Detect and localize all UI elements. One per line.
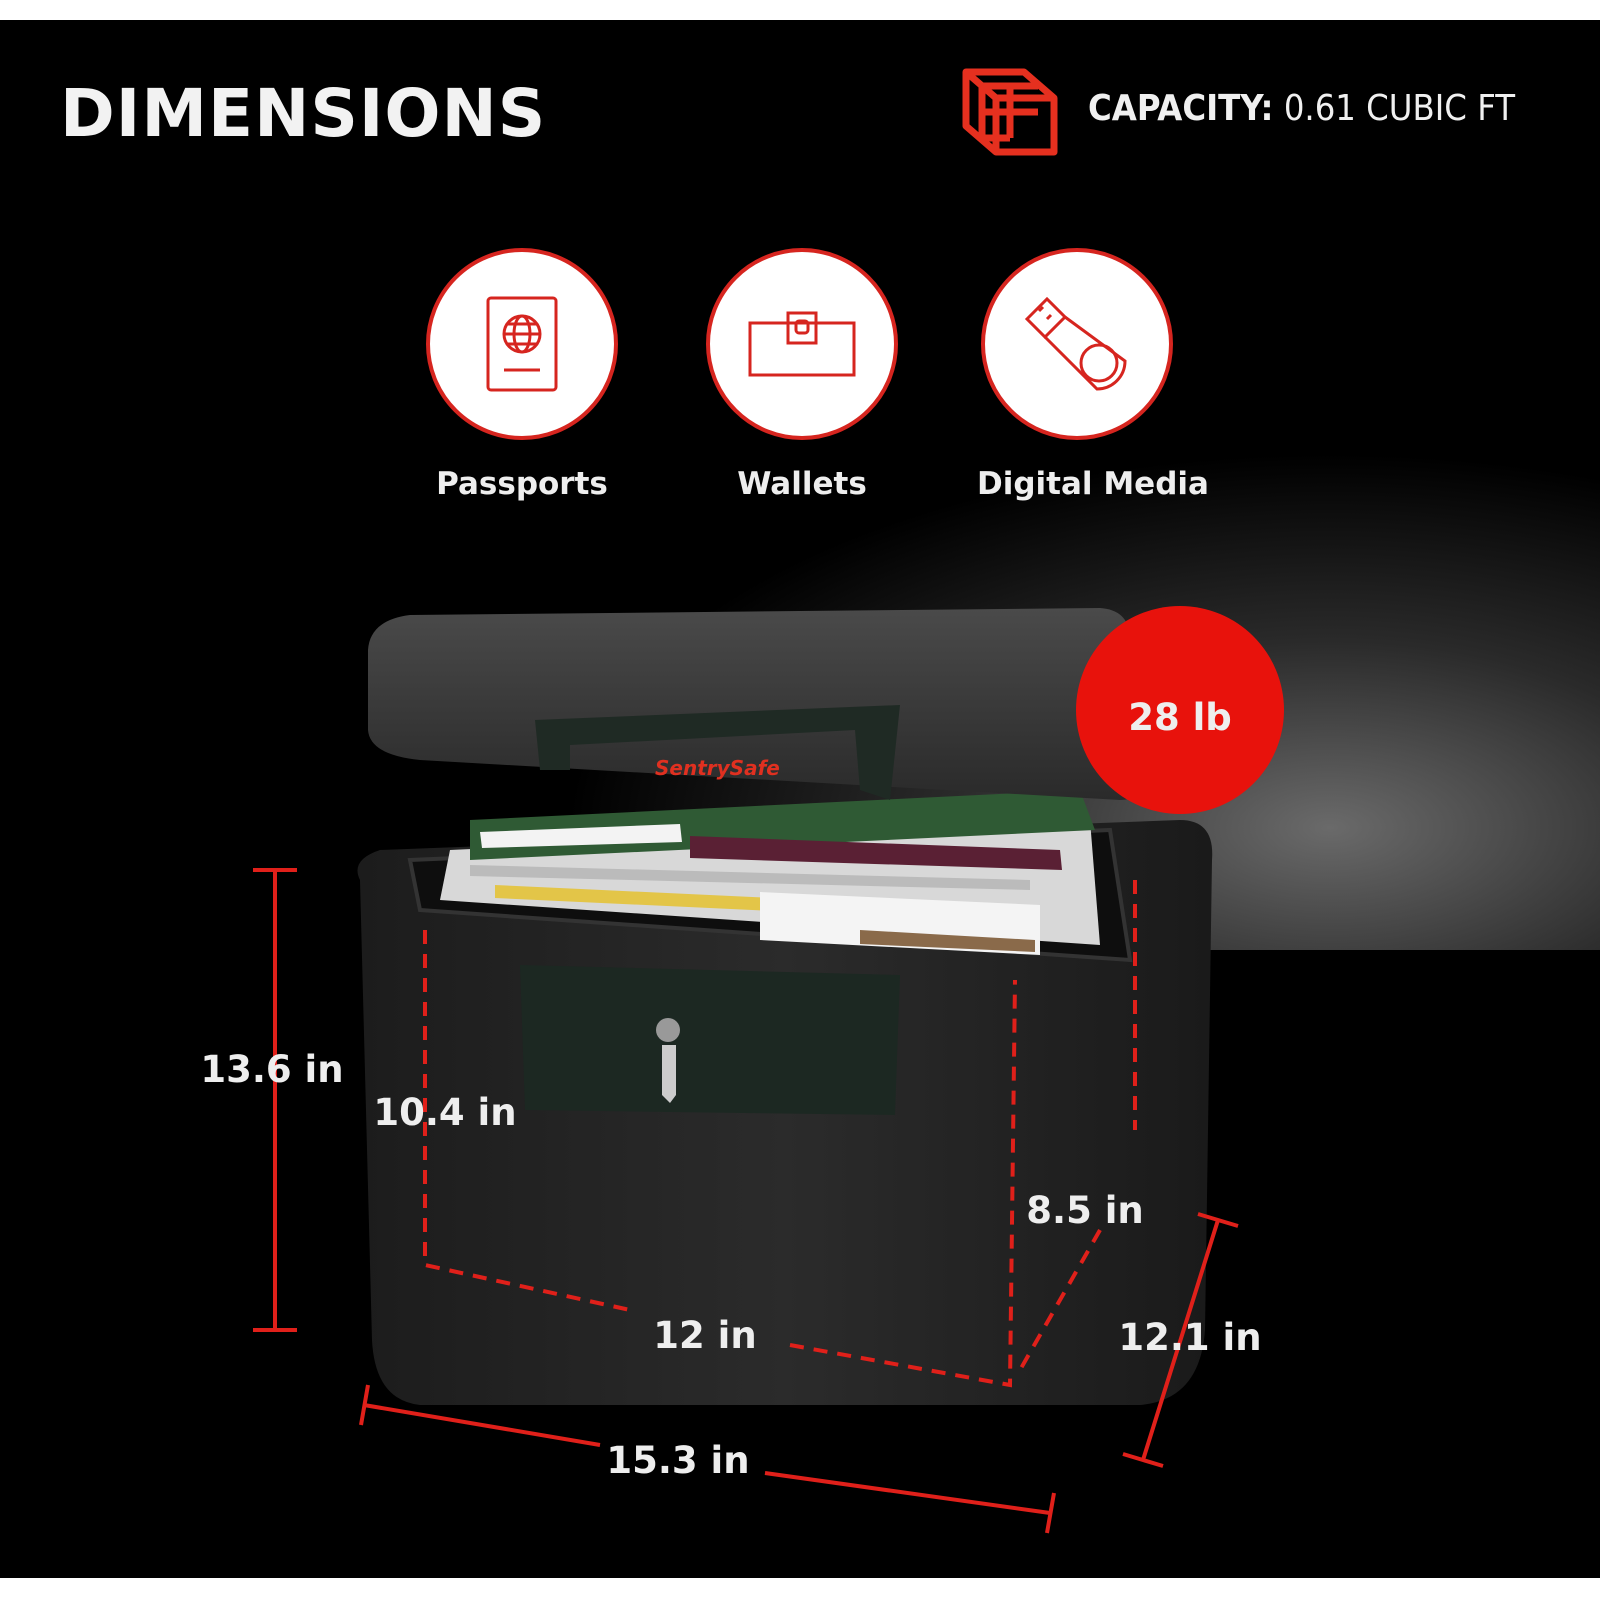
outer-depth-label: 12.1 in: [1118, 1316, 1261, 1359]
usb-drive-icon: [981, 248, 1173, 440]
inner-dimension-lines: [423, 880, 1137, 1388]
wallet-icon: [706, 248, 898, 440]
capacity-text: CAPACITY: 0.61 CUBIC FT: [1088, 88, 1515, 129]
weight-badge: [1076, 606, 1284, 814]
inner-width-label: 12 in: [653, 1314, 756, 1357]
inner-depth-label: 8.5 in: [1026, 1189, 1143, 1232]
outer-dimension-lines: [253, 868, 1239, 1534]
lock-latch: [520, 965, 900, 1115]
passport-icon: [426, 248, 618, 440]
safe-illustration: SentrySafe 28 lb 13.6 in 10.4 in 8.5 in …: [200, 606, 1284, 1534]
capacity-label: CAPACITY:: [1088, 88, 1274, 129]
outer-height-label: 13.6 in: [200, 1048, 343, 1091]
feature-digital-media: Digital Media: [977, 248, 1209, 502]
brand-logo: SentrySafe: [655, 756, 780, 780]
capacity-value: 0.61 CUBIC FT: [1283, 88, 1515, 129]
weight-label: 28 lb: [1128, 696, 1232, 739]
feature-label: Digital Media: [977, 466, 1209, 502]
feature-label: Passports: [436, 466, 608, 502]
hanging-files: [440, 790, 1100, 955]
cube-icon: [962, 68, 1058, 156]
page-title: DIMENSIONS: [60, 75, 547, 152]
feature-wallets: Wallets: [702, 248, 902, 502]
inner-height-label: 10.4 in: [373, 1091, 516, 1134]
feature-label: Wallets: [737, 466, 867, 502]
lid-handle: [535, 705, 900, 800]
outer-width-label: 15.3 in: [606, 1439, 749, 1482]
feature-passports: Passports: [422, 248, 622, 502]
product-infographic: DIMENSIONS CAPACITY: 0.61 CUBIC FT Passp…: [0, 20, 1600, 1578]
keyhole-icon: [656, 1018, 680, 1042]
key-icon: [662, 1045, 676, 1103]
